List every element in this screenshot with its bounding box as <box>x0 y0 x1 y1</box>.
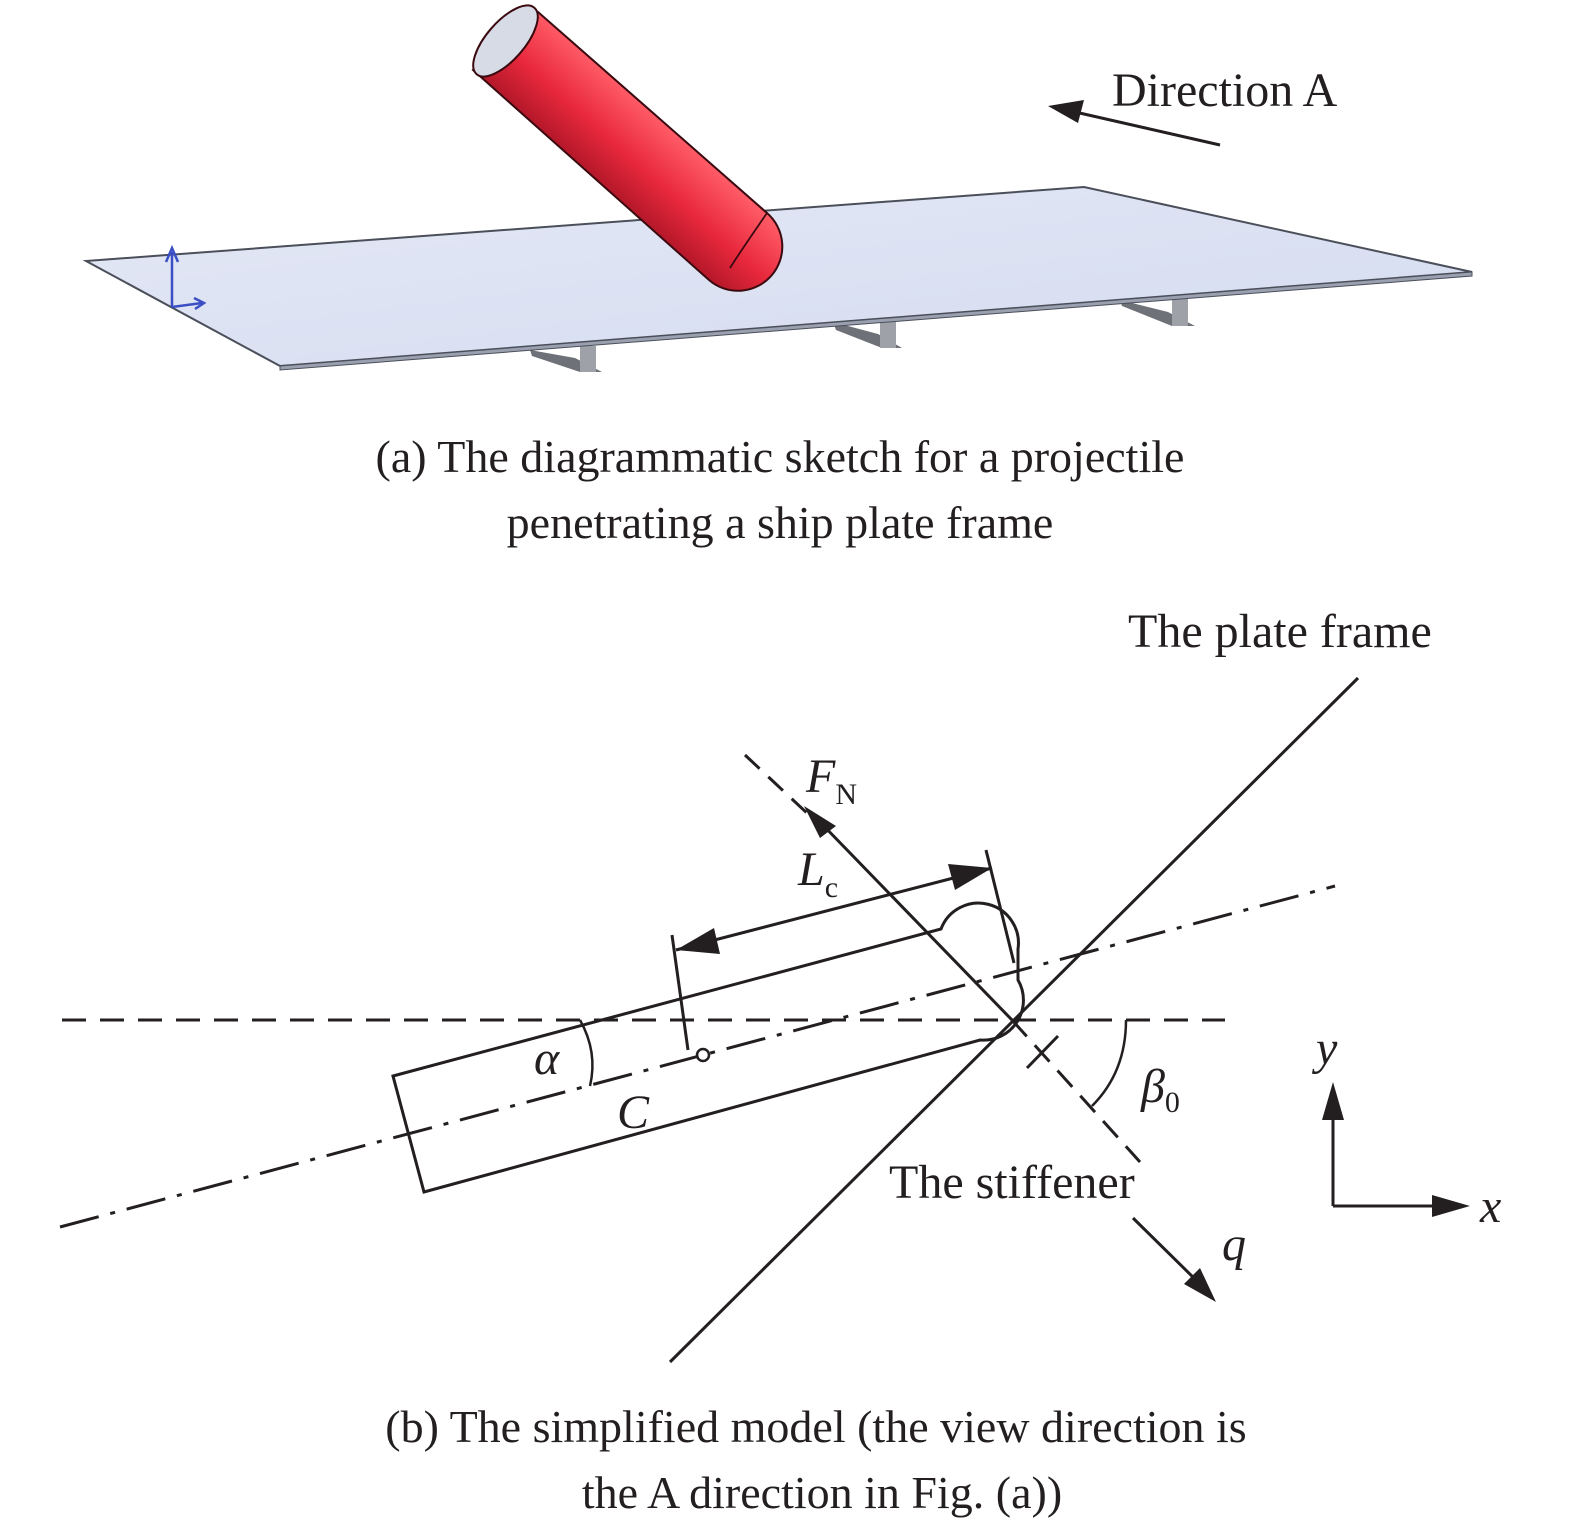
coordinate-triad-icon <box>164 244 207 311</box>
stiffener-2 <box>833 320 902 348</box>
xy-axes <box>1322 1082 1470 1217</box>
caption-b-line2: the A direction in Fig. (a)) <box>582 1467 1062 1518</box>
stiffener-tick <box>1025 1034 1060 1070</box>
caption-b-line1: (b) The simplified model (the view direc… <box>385 1401 1246 1452</box>
y-axis-label: y <box>1311 1022 1338 1075</box>
direction-a-label: Direction A <box>1112 64 1338 117</box>
alpha-label: α <box>534 1032 560 1085</box>
lc-extension-left <box>670 934 690 1051</box>
force-label-main: F <box>805 750 836 803</box>
stiffener-3 <box>1120 296 1195 326</box>
direction-a-arrow <box>1048 100 1221 147</box>
beta-arc <box>1091 1019 1128 1107</box>
beta-label-sub: 0 <box>1165 1086 1180 1119</box>
plate-frame-label: The plate frame <box>1128 605 1432 658</box>
beta-label-main: β <box>1140 1060 1165 1113</box>
projectile <box>471 4 784 292</box>
projectile-outline <box>391 901 1025 1194</box>
panel-a-sketch: Direction A (a) The diagrammatic sketch … <box>82 4 1473 548</box>
x-axis-label: x <box>1479 1180 1501 1233</box>
centroid-point <box>695 1047 711 1063</box>
q-arrowhead <box>1184 1268 1216 1302</box>
q-label: q <box>1222 1218 1246 1271</box>
stiffener-1 <box>530 346 602 372</box>
plate-edge <box>279 271 1473 371</box>
length-label-sub: c <box>825 871 838 904</box>
length-label: Lc <box>797 843 838 904</box>
alpha-arc <box>578 1019 594 1087</box>
force-label: FN <box>805 750 857 811</box>
length-label-main: L <box>797 843 825 896</box>
beta-label: β0 <box>1140 1060 1180 1119</box>
ship-plate <box>82 185 1473 368</box>
lc-arrowhead-left <box>676 928 720 954</box>
force-arrowhead <box>804 806 836 838</box>
panel-b-model <box>59 676 1470 1364</box>
caption-a-line1: (a) The diagrammatic sketch for a projec… <box>376 431 1185 482</box>
normal-force-line <box>816 818 1014 1022</box>
stiffener-dashed-line <box>1010 1018 1142 1164</box>
centroid-label: C <box>617 1086 650 1139</box>
caption-a-line2: penetrating a ship plate frame <box>507 497 1054 548</box>
force-label-sub: N <box>835 778 857 811</box>
lc-dimension-line <box>675 866 993 952</box>
lc-arrowhead-right <box>948 864 992 890</box>
stiffener-label: The stiffener <box>889 1156 1135 1209</box>
q-arrow-line <box>1131 1216 1202 1286</box>
normal-dashed-line <box>743 753 827 832</box>
